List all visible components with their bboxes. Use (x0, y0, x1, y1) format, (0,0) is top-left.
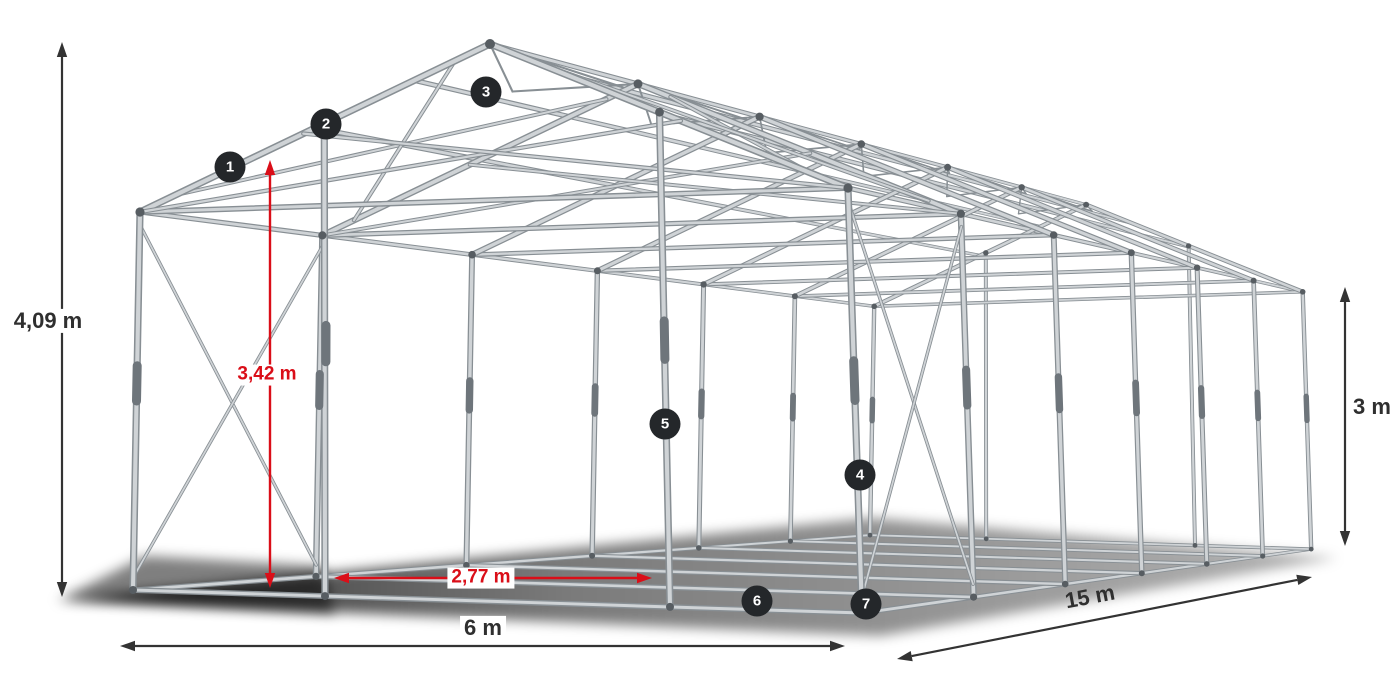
dim-label-side-height: 3 m (1349, 394, 1395, 420)
callout-3: 3 (470, 76, 502, 108)
dim-label-ridge-clearance: 3,42 m (233, 364, 301, 386)
callout-4: 4 (844, 459, 876, 491)
dim-arrow-side-height (1339, 287, 1351, 546)
dim-label-width: 6 m (460, 615, 506, 641)
dim-arrow-width (120, 640, 845, 652)
callout-5: 5 (649, 408, 681, 440)
callout-1: 1 (214, 151, 246, 183)
callout-6: 6 (741, 585, 773, 617)
dim-arrow-length (897, 574, 1312, 662)
callout-2: 2 (310, 108, 342, 140)
tent-frame (129, 39, 1314, 617)
dim-label-entrance-width: 2,77 m (447, 567, 515, 589)
callout-7: 7 (850, 588, 882, 620)
dim-label-total-height: 4,09 m (9, 308, 87, 334)
ground-shadow (55, 518, 1338, 636)
